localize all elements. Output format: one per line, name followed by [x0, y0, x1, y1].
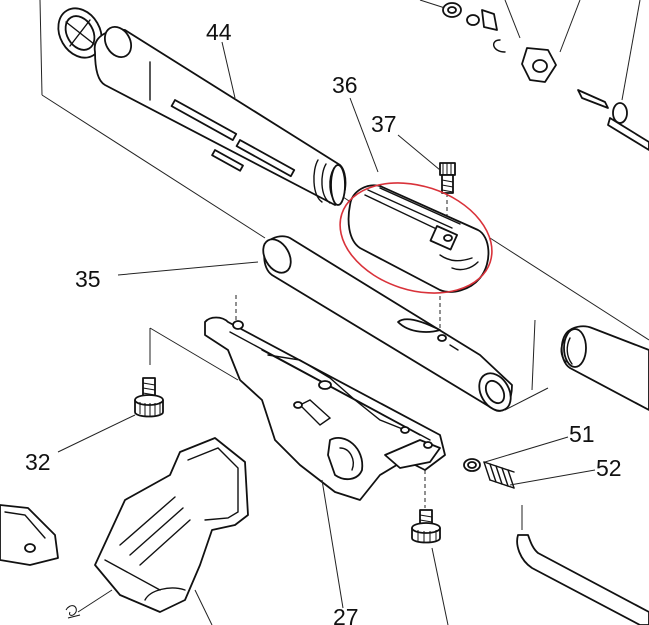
callout-44: 44 — [206, 19, 232, 45]
callout-36: 36 — [332, 72, 358, 98]
part-51-washer — [463, 458, 481, 472]
right-side-tube — [560, 325, 649, 411]
callout-leader-lines — [57, 41, 596, 625]
end-cap-part — [57, 7, 103, 59]
callout-37: 37 — [371, 111, 397, 137]
bottom-left-part — [0, 504, 59, 566]
part-36-highlight-circle — [339, 182, 493, 294]
grip-part — [94, 437, 249, 613]
bottom-right-rod — [516, 534, 649, 625]
callout-32: 32 — [25, 449, 51, 475]
callout-51: 51 — [569, 421, 595, 447]
part-36-clamp-block — [347, 184, 490, 293]
part-32-thumb-screw — [134, 377, 164, 418]
callout-35: 35 — [75, 266, 101, 292]
part-27-receiver-frame — [204, 316, 446, 501]
top-right-small-parts — [419, 0, 649, 151]
callout-52: 52 — [596, 455, 622, 481]
part-37-screw — [439, 162, 456, 235]
callout-27: 27 — [333, 604, 359, 625]
small-marking — [65, 605, 81, 619]
callout-labels: 44 36 37 35 32 51 52 27 — [25, 19, 622, 625]
lower-thumb-screw — [411, 509, 441, 544]
part-44-barrel — [93, 26, 347, 206]
part-35-tube — [262, 235, 513, 412]
part-52-spring — [483, 461, 515, 489]
